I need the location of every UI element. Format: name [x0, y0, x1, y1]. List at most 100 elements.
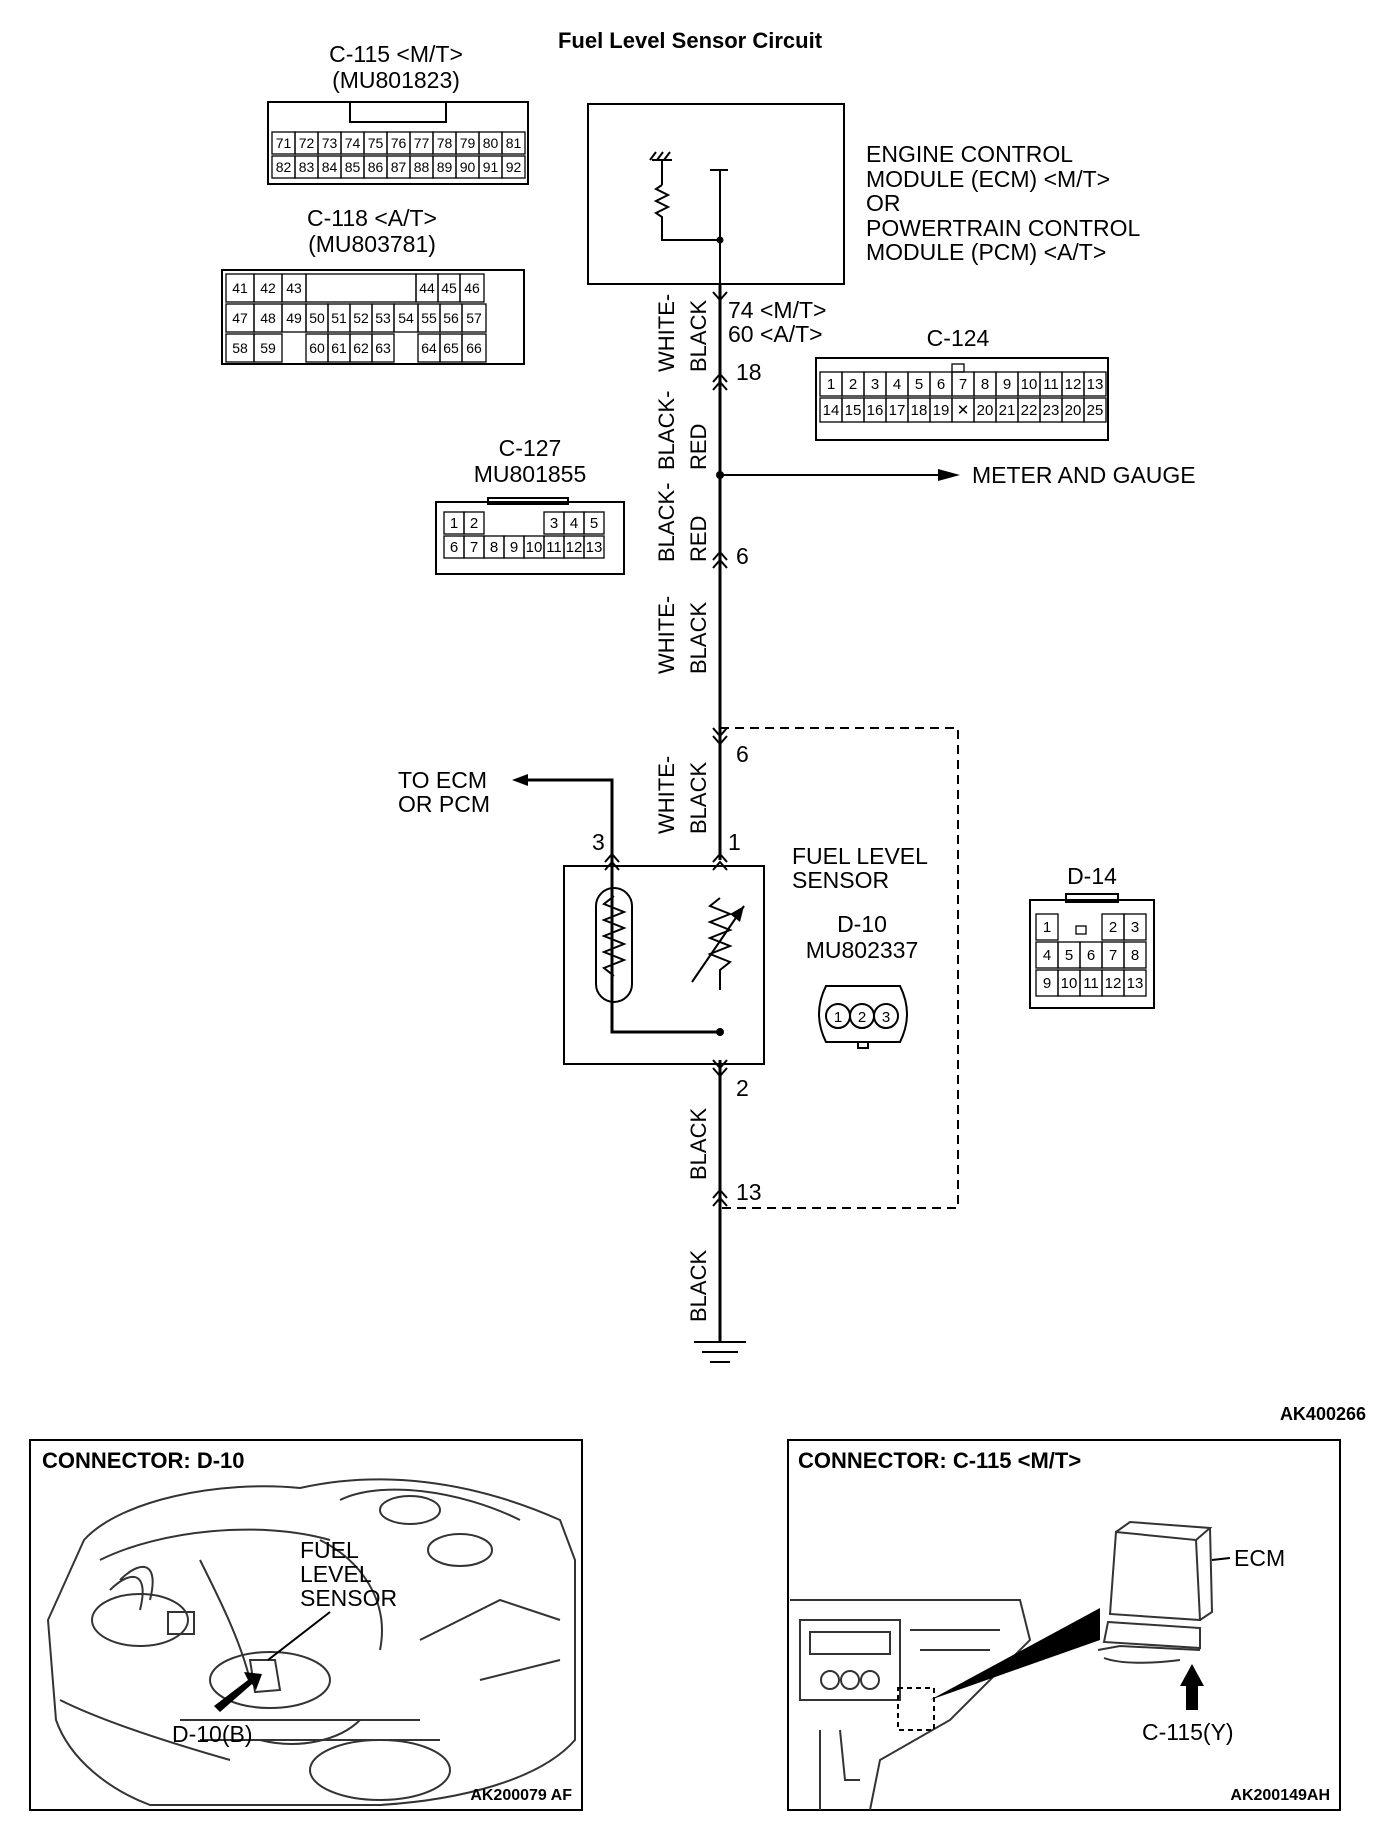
pin-number: 6: [1087, 947, 1095, 964]
pin-number: 43: [286, 280, 302, 296]
pin-cell: [463, 511, 485, 535]
pin-number: 4: [893, 376, 901, 393]
pin-number: 20: [1065, 402, 1082, 419]
c127-part: MU801855: [474, 461, 587, 487]
pin-number: 6: [937, 376, 945, 393]
pin-number: 61: [331, 340, 347, 356]
fuel-sensor-label-1: FUEL LEVEL: [792, 843, 928, 869]
pin-number: 17: [889, 402, 906, 419]
d10-pin-2: 2: [858, 1009, 866, 1026]
pin-number: 73: [322, 135, 338, 151]
pin-number: 64: [421, 340, 437, 356]
ecm-label-4: POWERTRAIN CONTROL: [866, 215, 1141, 241]
pin-number: 57: [466, 310, 482, 326]
pin-number: 1: [1043, 919, 1051, 936]
wire-seg1-b: BLACK: [686, 300, 711, 372]
pin-number: 11: [1043, 376, 1059, 393]
pin-cell: [459, 273, 485, 303]
wire-seg3-a: BLACK-: [654, 483, 679, 562]
d14-name: D-14: [1067, 863, 1117, 889]
pin-number: 1: [450, 515, 458, 532]
pin-number: 5: [1065, 947, 1073, 964]
panel-connector-c115: CONNECTOR: C-115 <M/T> ECM C-115(Y) AK20…: [787, 1439, 1341, 1811]
panel-right-locator: C-115(Y): [1142, 1719, 1234, 1745]
pin-number: 86: [368, 159, 384, 175]
panel-right-title: CONNECTOR: C-115 <M/T>: [798, 1448, 1081, 1473]
pin-number: 21: [999, 402, 1016, 419]
terminal-sensor-1: 1: [728, 829, 741, 855]
pin-number: 5: [915, 376, 923, 393]
pin-number: 45: [441, 280, 457, 296]
ecm-module: ENGINE CONTROL MODULE (ECM) <M/T> OR POW…: [587, 103, 1141, 285]
pin-number: 14: [823, 402, 840, 419]
fuel-sensor-label-2: SENSOR: [792, 867, 889, 893]
pin-number: 7: [959, 376, 967, 393]
pin-number: 84: [322, 159, 338, 175]
wire-seg2-b: RED: [686, 424, 711, 470]
pin-cell: [1083, 371, 1107, 397]
c124-key: [951, 363, 965, 373]
ecm-label-2: MODULE (ECM) <M/T>: [866, 166, 1110, 192]
pin-number: 6: [450, 539, 458, 556]
panel-left-callout-1: FUEL: [300, 1537, 359, 1563]
pin-number: 12: [1105, 975, 1122, 992]
fuel-tank-illustration: [46, 1478, 576, 1806]
pin-number: 5: [590, 515, 598, 532]
pin-cell: [1035, 913, 1059, 941]
panel-left-callout-2: LEVEL: [300, 1561, 372, 1587]
c124-name: C-124: [927, 325, 990, 351]
dashboard-illustration: [790, 1520, 1214, 1811]
panel-connector-d10: CONNECTOR: D-10 FUEL LEVEL SENSOR D-10(B…: [29, 1439, 583, 1811]
wire-seg7: BLACK: [686, 1250, 711, 1322]
pin-number: ✕: [957, 402, 970, 419]
pin-number: 78: [437, 135, 453, 151]
pin-cell: [1123, 969, 1147, 997]
d10-pin-1: 1: [834, 1009, 842, 1026]
pin-number: 22: [1021, 402, 1038, 419]
pin-number: 54: [398, 310, 414, 326]
pin-number: 72: [299, 135, 315, 151]
pin-number: 18: [911, 402, 928, 419]
pin-number: 9: [1043, 975, 1051, 992]
pin-number: 80: [483, 135, 499, 151]
pin-number: 76: [391, 135, 407, 151]
wire-seg1-a: WHITE-: [654, 294, 679, 372]
pin-number: 59: [260, 340, 276, 356]
pin-number: 8: [1131, 947, 1139, 964]
pin-number: 3: [1131, 919, 1139, 936]
pin-number: 10: [526, 539, 543, 556]
main-wire: METER AND GAUGE: [694, 284, 1196, 1363]
pin-number: 75: [368, 135, 384, 151]
pin-number: 58: [232, 340, 248, 356]
pin-number: 8: [490, 539, 498, 556]
pin-number: 3: [871, 376, 879, 393]
pin-number: 15: [845, 402, 862, 419]
pin-number: 90: [460, 159, 476, 175]
terminal-c124-18: 18: [736, 359, 762, 385]
c118-name: C-118 <A/T>: [307, 205, 437, 231]
pin-number: 51: [331, 310, 347, 326]
pin-number: 87: [391, 159, 407, 175]
d14-key: [1075, 925, 1087, 935]
diagram-title: Fuel Level Sensor Circuit: [558, 28, 823, 53]
pin-number: 2: [470, 515, 478, 532]
pin-number: 71: [276, 135, 292, 151]
terminal-sensor-2: 2: [736, 1075, 749, 1101]
pin-cell: [305, 273, 417, 303]
pin-number: 3: [550, 515, 558, 532]
terminal-ecm-mt: 74 <M/T>: [728, 297, 826, 323]
pin-cell: [1083, 397, 1107, 423]
c118-part: (MU803781): [308, 231, 436, 257]
ecm-label-3: OR: [866, 190, 901, 216]
figure-code-main: AK400266: [1280, 1404, 1366, 1424]
pin-number: 74: [345, 135, 361, 151]
panel-right-code: AK200149AH: [1230, 1787, 1330, 1804]
pin-number: 52: [353, 310, 369, 326]
pin-number: 88: [414, 159, 430, 175]
to-ecm-label-2: OR PCM: [398, 791, 490, 817]
